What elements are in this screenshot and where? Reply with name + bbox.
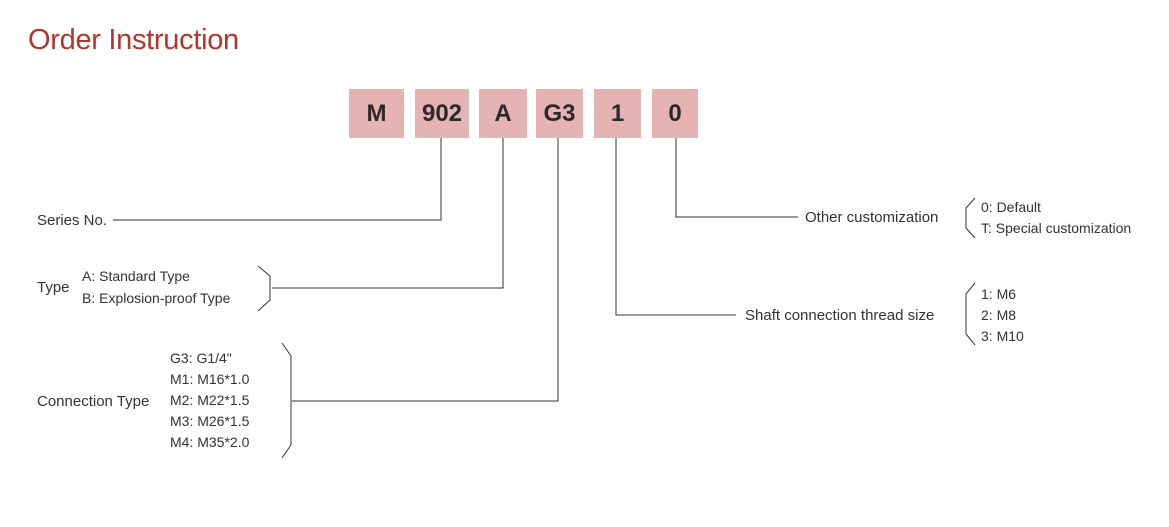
code-segment-customization: 0 [652, 89, 698, 138]
type-option-b: B: Explosion-proof Type [82, 290, 231, 306]
shaft-label: Shaft connection thread size [745, 307, 935, 324]
connection-bracket [281, 342, 292, 459]
code-segment-shaft: 1 [594, 89, 641, 138]
shaft-bracket [965, 282, 976, 346]
type-connector [272, 138, 504, 289]
customization-option: 0: Default [981, 199, 1041, 215]
customization-bracket [965, 197, 976, 239]
connection-option: M4: M35*2.0 [170, 434, 250, 450]
connection-option: M2: M22*1.5 [170, 392, 250, 408]
code-segment-series: M [349, 89, 404, 138]
shaft-option: 2: M8 [981, 307, 1017, 323]
connection-option: G3: G1/4" [170, 350, 232, 366]
series-connector [113, 138, 442, 221]
connection-option: M1: M16*1.0 [170, 371, 250, 387]
customization-option: T: Special customization [981, 220, 1132, 236]
shaft-option: 1: M6 [981, 286, 1017, 302]
page-title: Order Instruction [28, 24, 239, 56]
code-segment-connection: G3 [536, 89, 583, 138]
type-label: Type [37, 279, 70, 296]
connection-label: Connection Type [37, 393, 150, 410]
connection-option: M3: M26*1.5 [170, 413, 250, 429]
shaft-option: 3: M10 [981, 328, 1024, 344]
series-label: Series No. [37, 212, 108, 229]
shaft-connector [615, 138, 736, 316]
type-option-a: A: Standard Type [82, 268, 190, 284]
code-segment-model: 902 [415, 89, 469, 138]
connection-connector [292, 138, 559, 402]
customization-connector [675, 138, 798, 218]
code-segment-type: A [479, 89, 527, 138]
customization-label: Other customization [805, 209, 939, 226]
type-bracket [257, 265, 271, 312]
